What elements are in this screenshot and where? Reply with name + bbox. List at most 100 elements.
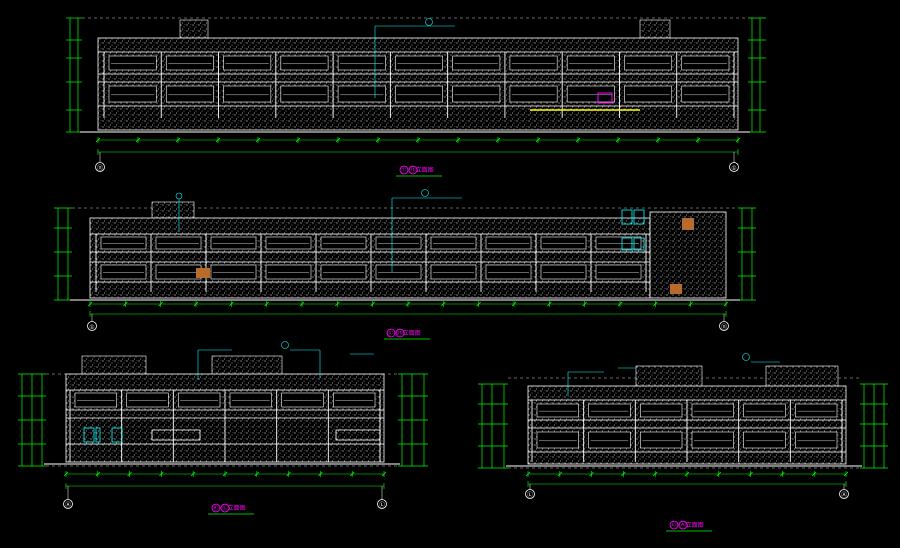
- elevation-3-columns: [69, 390, 381, 462]
- elevation-1-window: [223, 85, 272, 103]
- elevation-2-title-block: ①-⑪立面图: [384, 328, 430, 340]
- elevation-4-lower-windows: [536, 431, 838, 449]
- elevation-3-window: [281, 392, 324, 408]
- elevation-2-upper-windows: [100, 236, 642, 250]
- elevation-3-window: [229, 392, 272, 408]
- elevation-1-window: [509, 85, 558, 103]
- elevation-2-window: [430, 236, 477, 250]
- elevation-1-floor-bands: [98, 51, 738, 107]
- elevation-2-columns: [95, 234, 647, 292]
- elevation-4-columns: [531, 400, 843, 462]
- elevation-1-dimension-tick-slash: [215, 137, 221, 143]
- elevation-2-end-axis-label: ⑪: [721, 323, 727, 331]
- elevation-3-opening: [151, 429, 201, 441]
- elevation-1-bottom-dimensions: [95, 137, 741, 155]
- elevation-1-dimension-tick-slash: [615, 137, 621, 143]
- elevation-4-upper-windows: [536, 403, 838, 418]
- elevation-1-window: [108, 85, 157, 103]
- elevation-4-window: [640, 431, 683, 449]
- elevation-1-window: [223, 55, 272, 71]
- elevation-1-title: ①-⑪立面图: [400, 166, 434, 174]
- elevation-2-dimension-tick-slash: [653, 301, 658, 307]
- elevation-2-dimension-tick-slash: [547, 301, 552, 307]
- elevation-2-dimension-tick-slash: [476, 301, 481, 307]
- elevation-2-leader-annotation: [175, 189, 462, 272]
- elevation-3-bottom-dimensions: [63, 471, 387, 489]
- elevation-4-dimension-tick-slash: [716, 471, 722, 477]
- elevation-4-end-axis-label: Ⓐ: [841, 491, 847, 499]
- elevation-4-roof-unit-right: [765, 365, 839, 389]
- elevation-4-leader-annotation: [567, 353, 780, 396]
- elevation-1-dimension-tick-slash: [575, 137, 581, 143]
- elevation-4-window: [536, 403, 579, 418]
- elevation-1-dimension-tick-slash: [735, 137, 741, 143]
- elevation-3-start-axis: Ⓐ: [63, 486, 73, 509]
- elevation-3-leader-annotation: [197, 341, 374, 380]
- elevation-1-dimension-tick-slash: [175, 137, 181, 143]
- elevation-3-window: [74, 392, 117, 408]
- elevation-1-window: [280, 85, 329, 103]
- elevation-3-title: Ⓐ-Ⓛ立面图: [212, 504, 246, 512]
- elevation-3-title-block: Ⓐ-Ⓛ立面图: [208, 503, 254, 515]
- elevation-1-window: [681, 55, 730, 71]
- elevation-1-roof-unit-right: [639, 19, 671, 39]
- elevation-1-facade: [97, 37, 739, 131]
- elevation-drawing-2: ① ⑪ ①-⑪立面图: [54, 189, 756, 340]
- elevation-2-right-dimensions: [738, 207, 756, 301]
- elevation-3-dimension-tick-slash: [63, 471, 69, 477]
- elevation-1-window: [566, 55, 615, 71]
- elevation-2-window: [210, 236, 257, 250]
- elevation-2-dimension-tick-slash: [335, 301, 340, 307]
- elevation-2-dimension-tick-slash: [158, 301, 163, 307]
- elevation-2-window: [375, 264, 422, 280]
- elevation-2-window: [265, 236, 312, 250]
- elevation-2-window: [595, 264, 642, 280]
- elevation-1-window: [452, 85, 501, 103]
- elevation-2-window: [540, 236, 587, 250]
- elevation-4-bottom-dimensions: [525, 471, 849, 487]
- elevation-2-dimension-tick-slash: [193, 301, 199, 307]
- elevation-4-dimension-tick-slash: [780, 471, 785, 477]
- elevation-1-columns: [103, 52, 735, 118]
- elevation-1-window: [395, 85, 443, 103]
- elevation-3-dimension-tick-slash: [254, 471, 260, 477]
- elevation-2-dimension-tick-slash: [441, 301, 446, 307]
- elevation-2-dimension-tick-slash: [87, 301, 93, 307]
- elevation-1-dimension-tick-slash: [415, 137, 421, 143]
- elevation-1-dimension-tick-slash: [335, 137, 341, 143]
- elevation-3-end-axis: Ⓛ: [377, 486, 387, 509]
- elevation-1-window: [509, 55, 558, 71]
- elevation-3-opening-2: [335, 429, 381, 441]
- elevation-2-window: [100, 236, 147, 250]
- elevation-2-title: ①-⑪立面图: [387, 329, 421, 337]
- elevation-4-title-block: Ⓛ-Ⓐ立面图: [666, 520, 712, 532]
- elevation-drawing-4: Ⓛ Ⓐ Ⓛ-Ⓐ立面图: [478, 353, 888, 532]
- elevation-1-window: [681, 85, 730, 103]
- elevation-3-dimension-tick-slash: [95, 471, 101, 477]
- elevation-4-window: [588, 431, 631, 449]
- elevation-2-doors: [196, 218, 694, 294]
- elevation-1-window: [108, 55, 157, 71]
- elevation-3-dimension-tick-slash: [286, 471, 291, 477]
- elevation-4-dimension-tick-slash: [557, 471, 563, 477]
- elevation-2-dimension-tick-slash: [617, 301, 623, 307]
- elevation-1-title-block: ①-⑪立面图: [396, 165, 442, 177]
- elevation-1-upper-windows: [108, 55, 730, 71]
- elevation-1-window: [395, 55, 443, 71]
- elevation-1-start-axis-label: ⑪: [97, 164, 103, 172]
- elevation-3-roof-unit-right: [211, 355, 283, 377]
- elevation-1-left-dimensions: [66, 17, 82, 133]
- elevation-1-dimension-tick-slash: [695, 137, 701, 143]
- elevation-2-window: [155, 264, 202, 280]
- elevation-3-glass-panels: [83, 427, 123, 443]
- elevation-4-left-dimensions: [478, 383, 508, 469]
- elevation-2-window: [265, 264, 312, 280]
- elevation-4-window: [588, 403, 631, 418]
- elevation-2-start-axis-label: ①: [89, 324, 94, 331]
- elevation-2-dimension-tick-slash: [511, 301, 517, 307]
- elevation-4-window: [795, 431, 838, 449]
- elevation-2-window: [595, 236, 642, 250]
- elevation-4-window: [691, 403, 734, 418]
- elevation-4-dimension-tick-slash: [525, 471, 531, 477]
